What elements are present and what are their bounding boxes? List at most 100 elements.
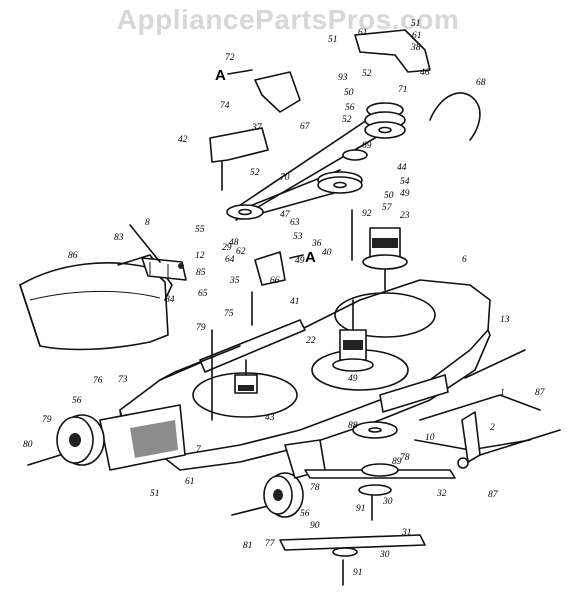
part-number-label: 63 — [290, 218, 300, 228]
section-mark-a: A — [215, 67, 226, 84]
part-number-label: 69 — [362, 141, 372, 151]
part-number-label: 46 — [420, 68, 430, 78]
part-number-label: 57 — [382, 203, 393, 213]
part-number-label: 67 — [300, 122, 311, 132]
part-number-label: 79 — [42, 415, 52, 425]
spindle-right — [362, 227, 408, 291]
part-number-label: 86 — [68, 251, 78, 261]
part-number-label: 61 — [358, 28, 368, 38]
part-number-label: 12 — [195, 251, 205, 261]
part-number-label: 92 — [362, 209, 372, 219]
part-number-label: 88 — [348, 421, 358, 431]
part-number-label: 32 — [436, 489, 447, 499]
part-number-label: 6 — [462, 255, 467, 265]
part-number-label: 66 — [270, 276, 280, 286]
part-number-label: 35 — [229, 276, 240, 286]
part-number-label: 83 — [114, 233, 124, 243]
part-number-label: 52 — [342, 115, 352, 125]
part-number-label: 89 — [392, 457, 402, 467]
part-number-label: 29 — [222, 243, 232, 253]
part-number-label: 30 — [379, 550, 390, 560]
part-number-label: 77 — [265, 539, 276, 549]
lift-linkage — [414, 349, 561, 469]
part-number-label: 75 — [224, 309, 234, 319]
part-number-label: 52 — [250, 168, 260, 178]
part-number-label: 91 — [356, 504, 366, 514]
part-number-label: 1 — [500, 388, 505, 398]
part-number-label: 90 — [310, 521, 320, 531]
part-number-label: 91 — [353, 568, 363, 578]
part-number-label: 61 — [412, 31, 422, 41]
part-number-label: 73 — [118, 375, 128, 385]
wheel-left — [56, 414, 105, 466]
part-number-label: 68 — [476, 78, 486, 88]
part-number-label: 41 — [290, 297, 300, 307]
blade-upper — [304, 463, 456, 479]
part-number-label: 37 — [251, 123, 263, 133]
part-number-label: 79 — [196, 323, 206, 333]
part-number-label: 80 — [23, 440, 33, 450]
part-number-label: 47 — [280, 210, 291, 220]
part-number-label: 42 — [178, 135, 188, 145]
part-number-label: 54 — [400, 177, 410, 187]
part-number-label: 72 — [225, 53, 235, 63]
part-number-label: 51 — [328, 35, 338, 45]
bolts — [27, 209, 373, 586]
belt-68 — [429, 92, 481, 141]
part-number-label: 52 — [362, 69, 372, 79]
part-number-label: 13 — [500, 315, 510, 325]
part-number-label: 50 — [384, 191, 394, 201]
washer — [352, 421, 398, 496]
chute-bracket — [141, 257, 187, 281]
part-number-label: 74 — [220, 101, 230, 111]
part-number-label: 10 — [425, 433, 435, 443]
part-number-label: 51 — [411, 19, 421, 29]
part-number-label: 23 — [400, 211, 410, 221]
part-number-label: 81 — [243, 541, 253, 551]
part-number-label: 87 — [535, 388, 546, 398]
part-number-label: 44 — [397, 163, 407, 173]
part-number-label: 7 — [196, 445, 202, 455]
part-number-label: 53 — [293, 232, 303, 242]
part-number-label: 51 — [150, 489, 160, 499]
part-number-label: 78 — [310, 483, 320, 493]
part-number-label: 48 — [229, 238, 239, 248]
part-number-label: 31 — [401, 528, 412, 538]
part-number-label: 76 — [93, 376, 103, 386]
part-number-label: 36 — [311, 239, 322, 249]
upper-brackets — [209, 29, 431, 286]
part-number-label: 38 — [410, 43, 421, 53]
part-number-label: 43 — [265, 413, 275, 423]
belt-and-pulleys — [226, 102, 406, 221]
spindle-center — [332, 299, 374, 372]
part-number-label: 40 — [322, 248, 332, 258]
part-number-label: 62 — [236, 247, 246, 257]
blade-lower — [279, 534, 426, 557]
part-number-label: 71 — [398, 85, 408, 95]
part-number-label: 65 — [198, 289, 208, 299]
part-number-label: 49 — [348, 374, 358, 384]
part-number-label: 87 — [488, 490, 499, 500]
part-number-label: 49 — [295, 256, 305, 266]
part-number-label: 78 — [400, 453, 410, 463]
part-number-label: 55 — [195, 225, 205, 235]
part-number-label: 56 — [72, 396, 82, 406]
part-number-label: 30 — [382, 497, 393, 507]
part-number-label: 50 — [344, 88, 354, 98]
part-number-label: 8 — [145, 218, 150, 228]
part-number-label: 56 — [300, 509, 310, 519]
section-mark-a: A — [305, 249, 316, 266]
part-number-label: 93 — [338, 73, 348, 83]
part-number-label: 56 — [345, 103, 355, 113]
grass-chute — [19, 254, 173, 351]
part-number-label: 84 — [165, 295, 175, 305]
part-number-label: 22 — [306, 336, 316, 346]
part-number-label: 64 — [225, 255, 235, 265]
part-number-label: 85 — [196, 268, 206, 278]
part-number-label: 70 — [280, 173, 290, 183]
part-number-label: 2 — [490, 423, 495, 433]
spindle-left — [234, 359, 258, 394]
part-number-labels: 1267810121322232930303132353637384041424… — [23, 19, 546, 578]
